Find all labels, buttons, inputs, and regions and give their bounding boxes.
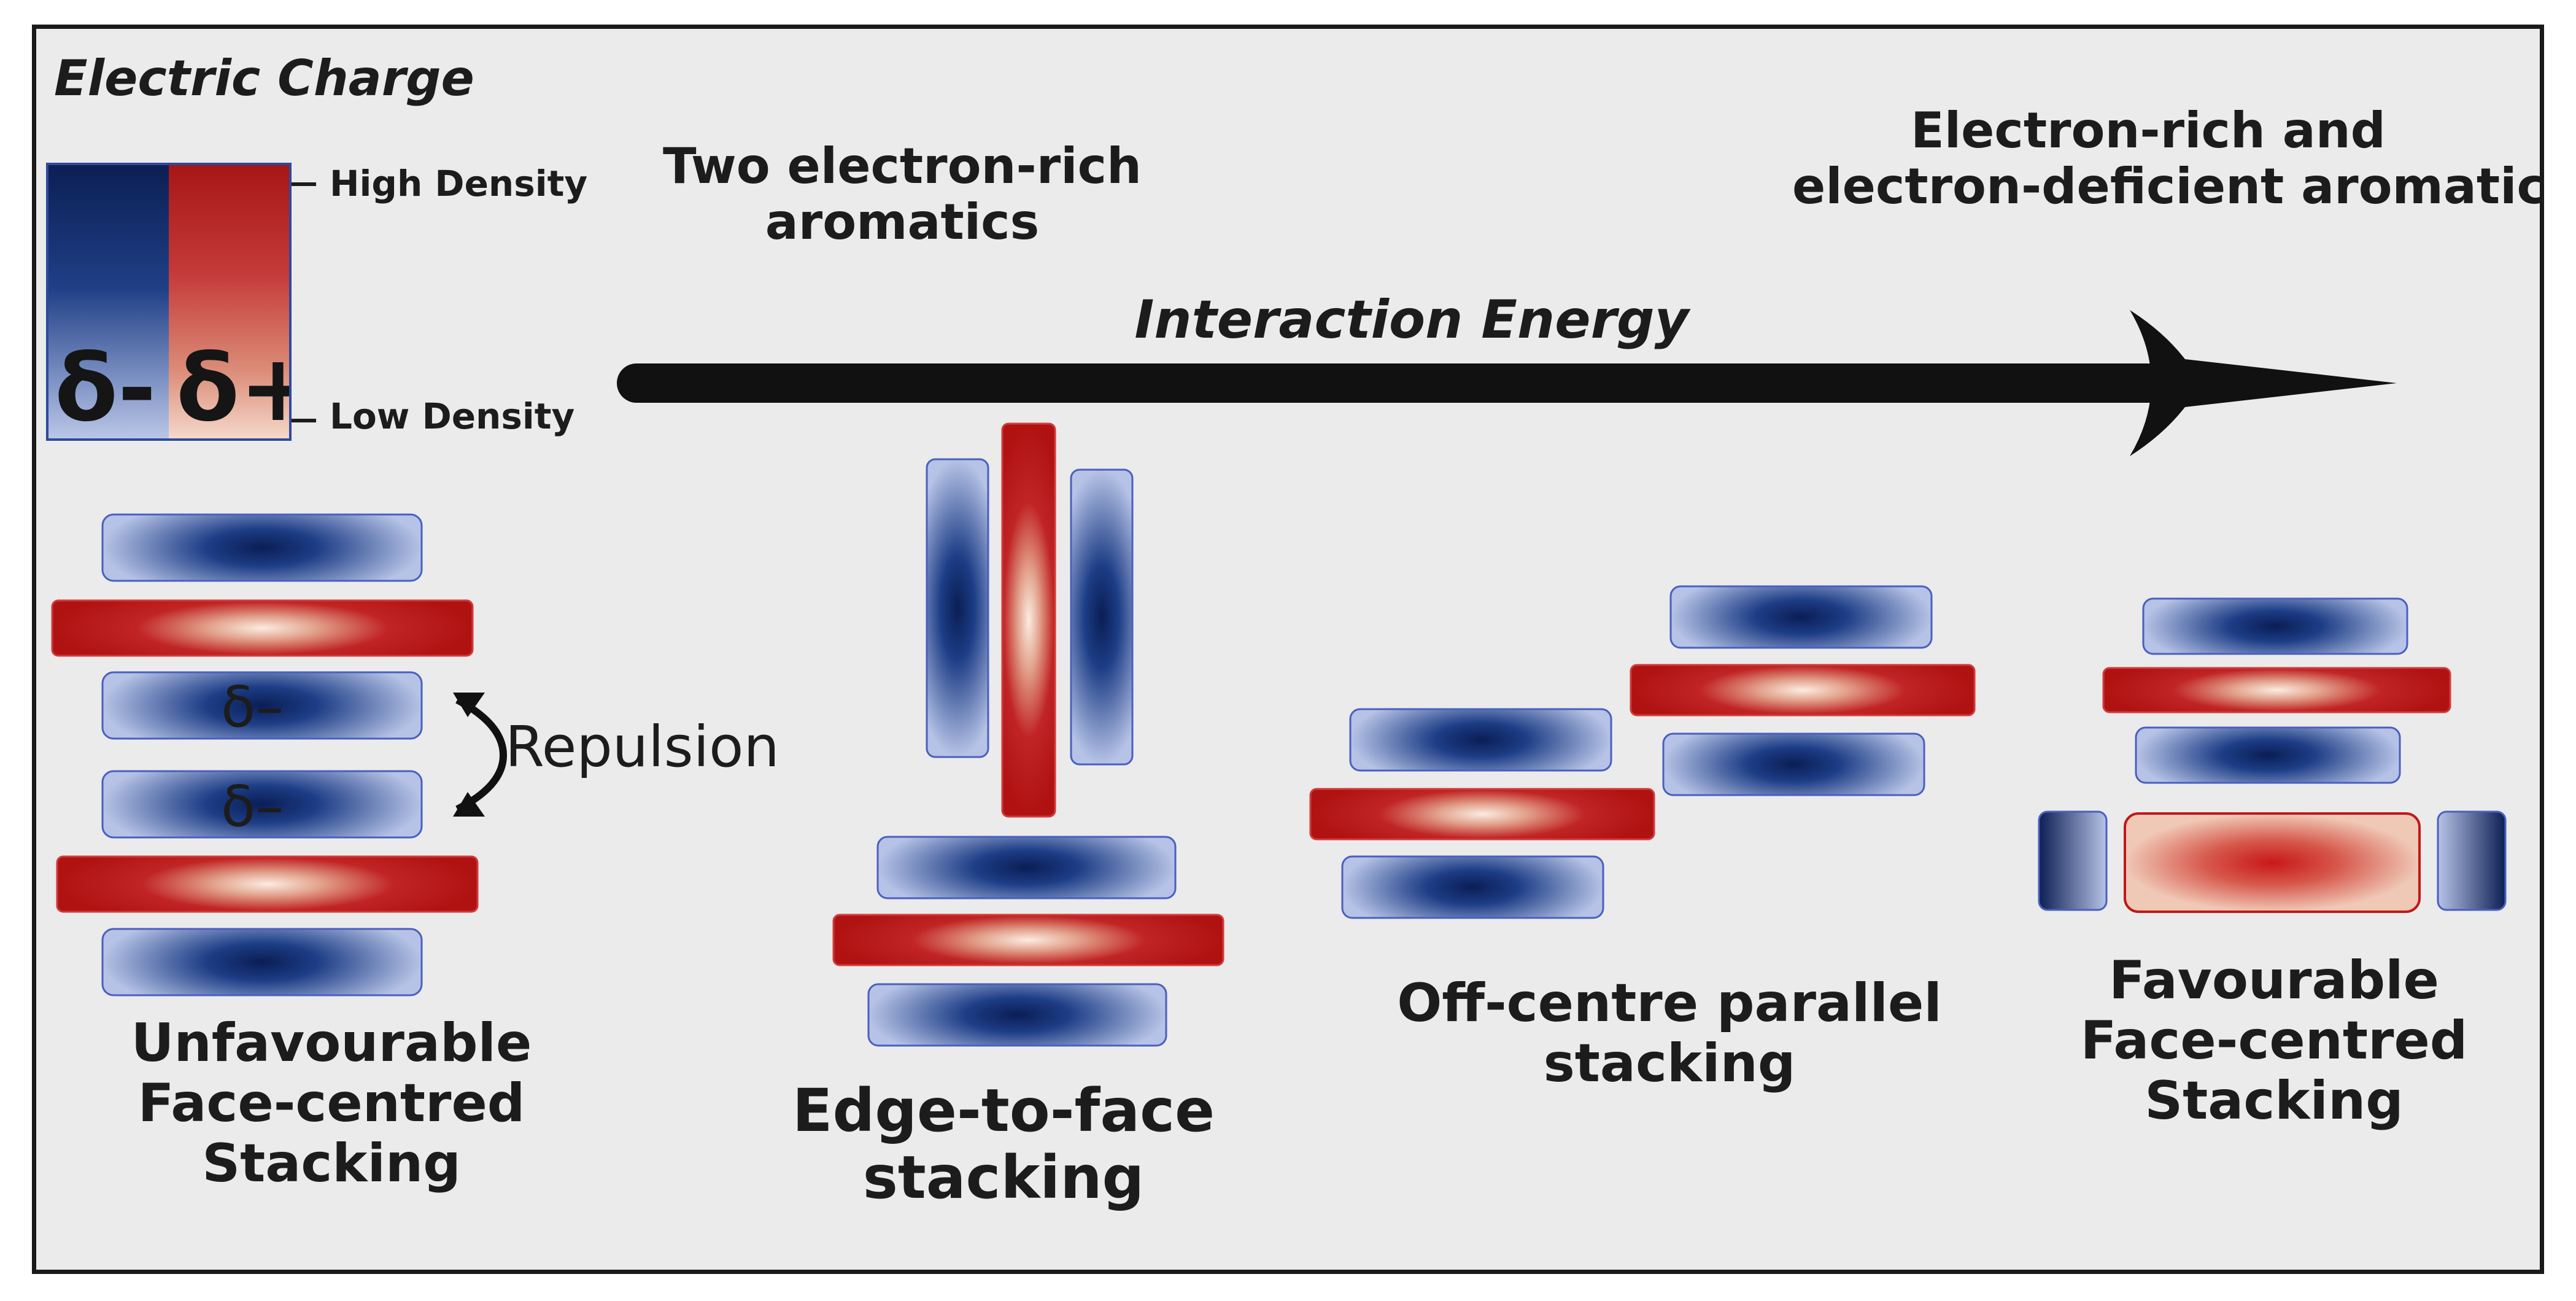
- caption-line: Two electron-rich: [663, 138, 1142, 195]
- caption-line: Face-centred: [137, 1073, 525, 1135]
- electron-rich-ring: [1341, 855, 1604, 919]
- caption-line: stacking: [862, 1143, 1145, 1213]
- caption-line: Favourable: [2109, 950, 2439, 1011]
- electron-rich-ring: [1669, 585, 1933, 649]
- caption-line: stacking: [1543, 1033, 1796, 1095]
- repulsion-label: Repulsion: [505, 714, 779, 780]
- electron-deficient-ring: [56, 855, 479, 913]
- electron-deficient-ring: [832, 914, 1224, 966]
- electron-rich-ring: [2135, 726, 2401, 784]
- electron-rich-ring: [1070, 468, 1134, 766]
- electron-deficient-ring: [1630, 664, 1976, 717]
- electron-rich-ring: [101, 513, 423, 582]
- electron-rich-ring: [926, 458, 989, 758]
- caption-line: Unfavourable: [131, 1012, 532, 1074]
- electron-deficient-ring: [2102, 667, 2451, 713]
- electron-rich-ring: [1349, 708, 1612, 772]
- low-density-label: Low Density: [330, 395, 575, 437]
- low-density-tick: [292, 419, 316, 422]
- caption-line: Electron-rich and: [1911, 102, 2386, 159]
- delta-minus-label: δ–: [221, 674, 284, 740]
- caption-line: aromatics: [765, 193, 1040, 251]
- edge-to-face-stack: [832, 422, 1224, 1047]
- electron-rich-ring-edge: [2437, 810, 2507, 911]
- delta-plus-symbol: δ+: [176, 335, 289, 441]
- electron-rich-ring: [101, 928, 423, 996]
- delta-minus-label: δ–: [221, 774, 284, 839]
- electron-deficient-ring: [1309, 788, 1655, 841]
- electron-deficient-ring-large: [2124, 812, 2421, 913]
- positive-charge-gradient: [169, 165, 289, 438]
- electron-rich-ring: [867, 983, 1167, 1047]
- electron-rich-deficient-caption: Electron-rich and electron-deficient aro…: [1792, 102, 2546, 216]
- caption-line: Stacking: [202, 1133, 461, 1195]
- edge-to-face-caption: Edge-to-face stacking: [758, 1076, 1249, 1213]
- off-centre-stack: [1309, 585, 1976, 919]
- caption-line: Face-centred: [2080, 1010, 2468, 1072]
- charge-density-legend: δ- δ+: [46, 163, 292, 441]
- negative-charge-gradient: [48, 165, 169, 438]
- high-density-label: High Density: [330, 163, 588, 204]
- interaction-energy-arrow: [617, 310, 2397, 456]
- caption-line: Stacking: [2145, 1070, 2404, 1132]
- off-centre-caption: Off-centre parallel stacking: [1375, 973, 1964, 1093]
- repulsion-arrowhead-down: [453, 792, 485, 817]
- electron-deficient-ring: [51, 599, 474, 657]
- unfavourable-caption: Unfavourable Face-centred Stacking: [86, 1013, 577, 1194]
- legend-title: Electric Charge: [54, 50, 474, 107]
- electron-rich-ring-edge: [2038, 810, 2108, 911]
- repulsion-arrow: [455, 696, 508, 813]
- electron-deficient-ring: [1001, 422, 1056, 818]
- delta-minus-symbol: δ-: [55, 335, 157, 441]
- favourable-stack: [2038, 597, 2507, 913]
- arrow-head: [2130, 310, 2397, 456]
- caption-line: electron-deficient aromatic: [1792, 158, 2546, 216]
- interaction-energy-label: Interaction Energy: [1134, 289, 1689, 351]
- arrow-shaft: [617, 363, 2207, 403]
- electron-rich-ring: [876, 836, 1177, 899]
- electron-rich-caption: Two electron-rich aromatics: [644, 138, 1160, 250]
- electron-rich-ring: [2142, 597, 2408, 655]
- favourable-caption: Favourable Face-centred Stacking: [2029, 950, 2520, 1131]
- electron-rich-ring: [1662, 732, 1925, 796]
- high-density-tick: [292, 182, 316, 186]
- caption-line: Off-centre parallel: [1397, 973, 1942, 1034]
- electron-rich-ring: [101, 671, 423, 740]
- caption-line: Edge-to-face: [792, 1076, 1215, 1145]
- repulsion-arrowhead-up: [453, 693, 485, 717]
- electron-rich-ring: [101, 770, 423, 839]
- unfavourable-stack: [51, 513, 508, 996]
